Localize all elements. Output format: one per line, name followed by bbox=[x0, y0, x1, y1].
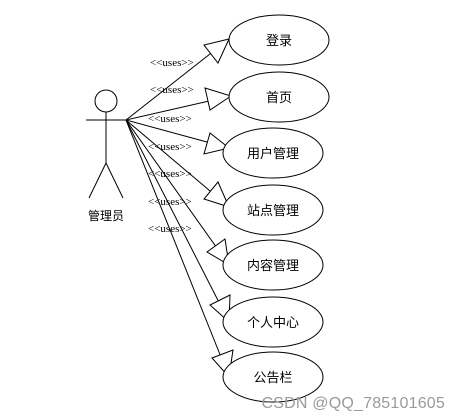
uses-label-site-mgmt: <<uses>> bbox=[148, 141, 192, 153]
use-case-content-mgmt: 内容管理 bbox=[222, 239, 324, 291]
uses-label-login: <<uses>> bbox=[150, 57, 194, 69]
use-case-personal-center: 个人中心 bbox=[222, 296, 324, 348]
use-case-ellipse-home bbox=[228, 71, 330, 123]
uses-label-personal-center: <<uses>> bbox=[148, 196, 192, 208]
uses-label-home: <<uses>> bbox=[150, 84, 194, 96]
use-case-label-user-mgmt: 用户管理 bbox=[247, 146, 299, 162]
uses-label-bulletin: <<uses>> bbox=[148, 223, 192, 235]
use-case-site-mgmt: 站点管理 bbox=[222, 184, 324, 236]
use-case-label-login: 登录 bbox=[266, 34, 292, 49]
use-case-ellipse-site-mgmt bbox=[222, 184, 324, 236]
use-case-bulletin: 公告栏 bbox=[222, 351, 324, 403]
relation-personal-center: <<uses>> bbox=[125, 119, 231, 324]
relation-home: <<uses>> bbox=[125, 84, 233, 121]
arrowhead-site-mgmt bbox=[203, 181, 230, 208]
use-case-ellipse-user-mgmt bbox=[222, 127, 324, 179]
actor-label: 管理员 bbox=[88, 208, 124, 223]
uses-label-content-mgmt: <<uses>> bbox=[148, 168, 192, 180]
use-case-ellipse-content-mgmt bbox=[222, 239, 324, 291]
relation-content-mgmt: <<uses>> bbox=[125, 119, 230, 266]
use-case-ellipse-personal-center bbox=[222, 296, 324, 348]
arrowhead-user-mgmt bbox=[203, 132, 231, 155]
use-case-label-site-mgmt: 站点管理 bbox=[247, 204, 299, 219]
uses-label-user-mgmt: <<uses>> bbox=[148, 113, 192, 125]
arrowhead-login bbox=[203, 38, 230, 64]
relation-line-bulletin bbox=[125, 119, 230, 378]
watermark: CSDN @QQ_785101605 bbox=[261, 395, 445, 412]
actor-head bbox=[94, 89, 118, 113]
use-case-ellipse-login bbox=[228, 14, 330, 66]
arrowhead-home bbox=[204, 87, 233, 111]
actor-admin: 管理员 bbox=[86, 89, 126, 223]
use-case-label-bulletin: 公告栏 bbox=[253, 371, 292, 386]
use-case-ellipse-bulletin bbox=[222, 351, 324, 403]
use-case-label-personal-center: 个人中心 bbox=[247, 316, 299, 331]
arrowhead-content-mgmt bbox=[206, 238, 230, 266]
use-cases-group: 登录 首页 用户管理 站点管理 内容管理 个人中心 公告栏 bbox=[222, 14, 330, 403]
use-case-label-content-mgmt: 内容管理 bbox=[247, 258, 299, 274]
relation-site-mgmt: <<uses>> bbox=[125, 119, 230, 208]
relation-line-personal-center bbox=[125, 119, 230, 323]
relation-user-mgmt: <<uses>> bbox=[125, 113, 231, 155]
relation-line-content-mgmt bbox=[125, 119, 230, 266]
actor-right-leg bbox=[105, 162, 124, 199]
use-case-label-home: 首页 bbox=[266, 91, 292, 106]
use-case-login: 登录 bbox=[228, 14, 330, 66]
relation-login: <<uses>> bbox=[125, 38, 230, 121]
actor-left-leg bbox=[88, 162, 107, 199]
relations-group: <<uses>> <<uses>> <<uses>> <<uses>> <<us… bbox=[125, 38, 234, 379]
use-case-user-mgmt: 用户管理 bbox=[222, 127, 324, 179]
use-case-home: 首页 bbox=[228, 71, 330, 123]
